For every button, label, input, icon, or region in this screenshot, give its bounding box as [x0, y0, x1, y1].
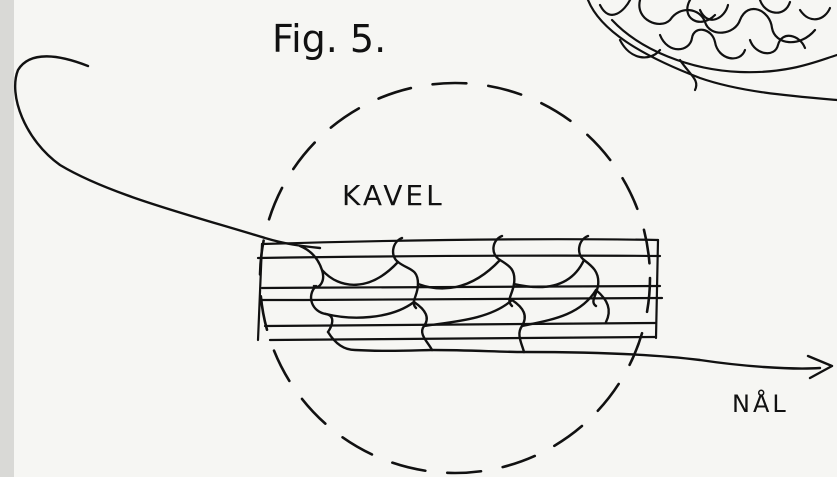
knot-2 — [393, 238, 418, 308]
kavel-label: KAVEL — [342, 179, 445, 212]
mesh-gauge — [258, 239, 662, 340]
thread-to-needle — [524, 352, 820, 369]
mesh-knots — [300, 236, 609, 352]
figure-caption: Fig. 5. — [272, 17, 386, 61]
net-bundle — [588, 0, 837, 100]
nal-label: NÅL — [732, 389, 789, 418]
knot-3 — [493, 236, 514, 306]
zoom-circle — [260, 83, 650, 473]
knot-1 — [300, 246, 323, 287]
thread-loop-left — [15, 56, 320, 248]
paper-edge-shadow — [0, 0, 14, 477]
knot-4 — [579, 236, 598, 306]
